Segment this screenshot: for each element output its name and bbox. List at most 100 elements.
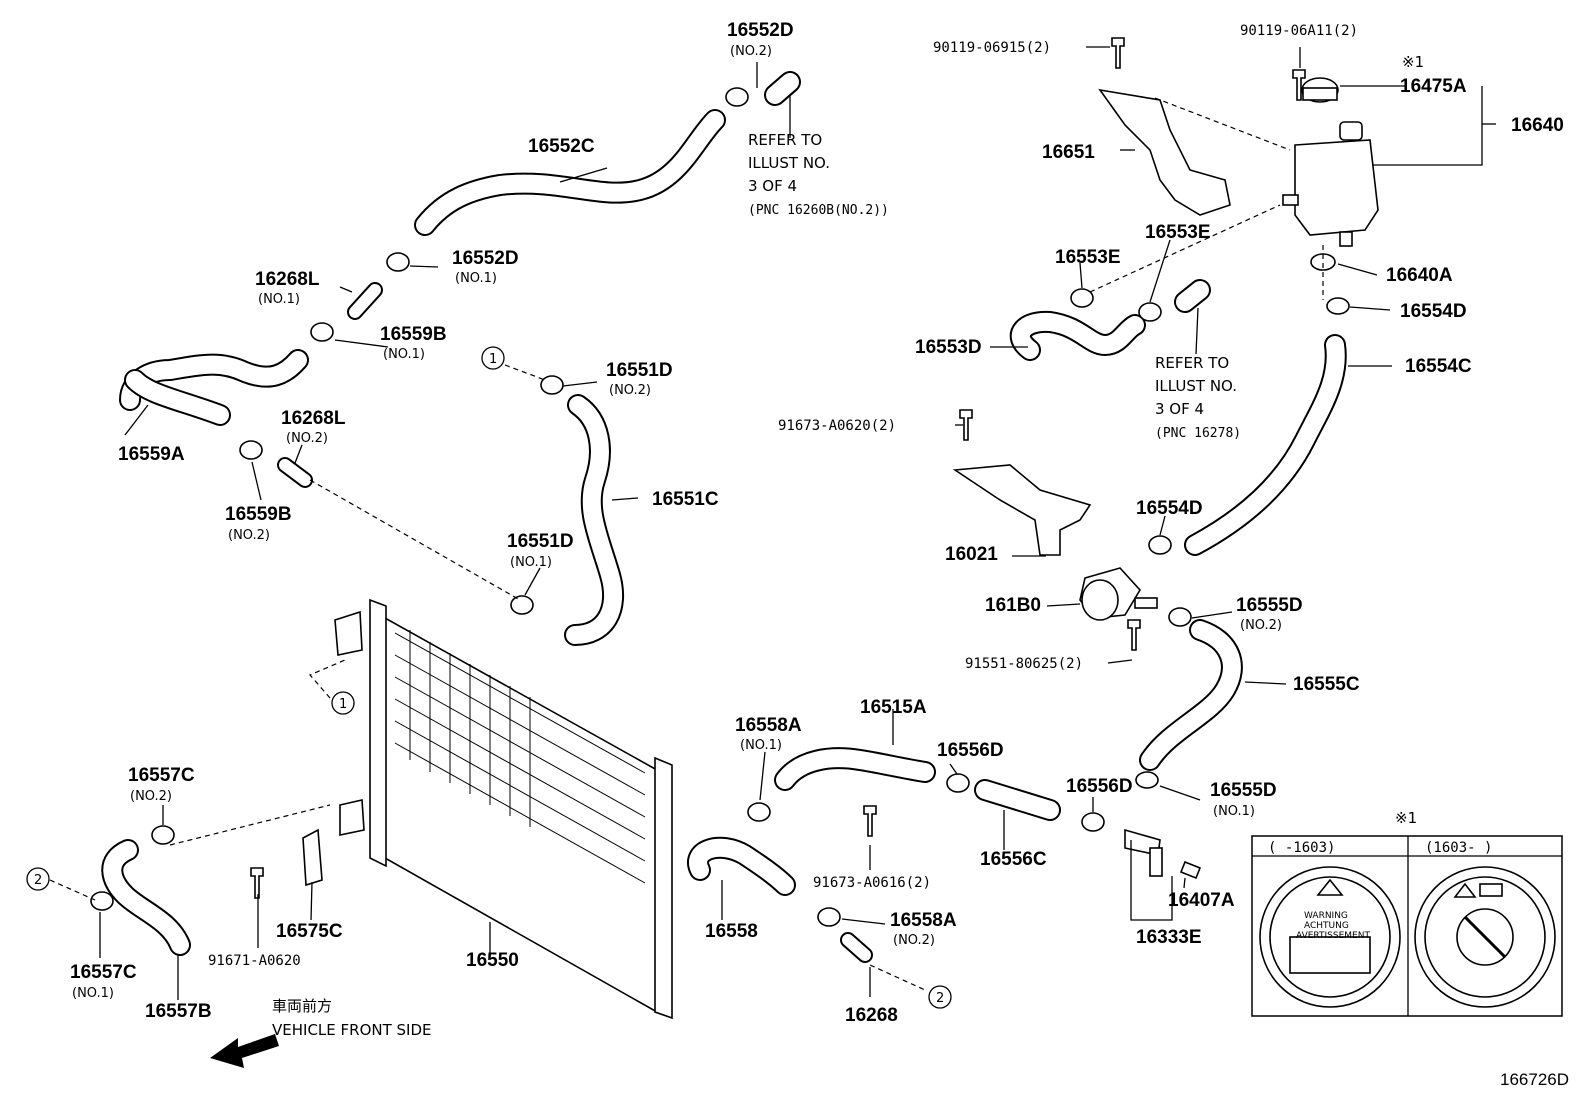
label-16555D-top: 16555D [1236, 595, 1303, 616]
label-16551D-top-sub: (NO.2) [609, 383, 651, 398]
label-16333E: 16333E [1136, 927, 1202, 948]
cap-old-type [1259, 866, 1401, 1008]
label-16475A: 16475A [1400, 76, 1467, 97]
pressure-cap-inset [1251, 835, 1563, 1017]
radiator-core-grid [394, 630, 646, 884]
label-16268L-2-sub: (NO.2) [286, 431, 328, 446]
label-16553E-l: 16553E [1055, 247, 1121, 268]
inset-col2-header: (1603- ) [1425, 840, 1492, 856]
ref-circle-2a: 2 [34, 873, 42, 888]
diagram-code: 166726D [1500, 1070, 1569, 1089]
hose-16551C [564, 394, 625, 646]
drain-valve-16333E [1124, 828, 1163, 877]
label-16640A: 16640A [1386, 265, 1453, 286]
label-16557B: 16557B [145, 1001, 212, 1022]
joint-16268L-1 [347, 282, 383, 320]
callout-labels: 16552D (NO.2) 16552C REFER TO ILLUST NO.… [34, 20, 1569, 1089]
label-16268L-2: 16268L [281, 408, 346, 429]
radiator-16550 [334, 598, 673, 1020]
vehicle-front-jp: 車両前方 [272, 997, 332, 1015]
hose-refer-stub-1 [764, 71, 801, 106]
label-16551D-top: 16551D [606, 360, 673, 381]
ref-circle-1a: 1 [489, 352, 497, 367]
reservoir-tank-16640 [1282, 121, 1379, 247]
label-16553D: 16553D [915, 337, 982, 358]
bolts [250, 37, 1306, 899]
hose-16556C [974, 779, 1061, 821]
label-16559A: 16559A [118, 444, 185, 465]
inset-mark: ※1 [1395, 809, 1417, 827]
label-16556D-l: 16556D [937, 740, 1004, 761]
ref-circles [26, 346, 952, 1009]
ref-circle-2b: 2 [936, 991, 944, 1006]
pipe-16515A [774, 747, 936, 791]
label-16550: 16550 [466, 950, 519, 971]
label-16551D-bot: 16551D [507, 531, 574, 552]
label-16640: 16640 [1511, 115, 1564, 136]
reservoir-cap-16475A [1301, 77, 1339, 103]
label-16555D-bot-sub: (NO.1) [1213, 804, 1255, 819]
hose-16558 [687, 836, 796, 896]
inset-cap-text-1: WARNING [1304, 911, 1348, 921]
label-16557C-bot: 16557C [70, 962, 137, 983]
label-16551C: 16551C [652, 489, 719, 510]
label-16557C-bot-sub: (NO.1) [72, 986, 114, 1001]
water-pump-161B0 [1079, 567, 1158, 621]
plug-16407A [1179, 860, 1202, 880]
label-16407A: 16407A [1168, 890, 1235, 911]
label-16552D-mid-sub: (NO.1) [455, 271, 497, 286]
label-16552D-mid: 16552D [452, 248, 519, 269]
bracket-16651 [1098, 88, 1231, 216]
label-16558A-bot: 16558A [890, 910, 957, 931]
label-16552C: 16552C [528, 136, 595, 157]
label-16554D-top: 16554D [1400, 301, 1467, 322]
label-16554D-mid: 16554D [1136, 498, 1203, 519]
vehicle-front-en: VEHICLE FRONT SIDE [272, 1021, 432, 1039]
label-16552D-top-sub: (NO.2) [730, 44, 772, 59]
hose-clamps [90, 87, 1350, 927]
label-91671-A0620: 91671-A0620 [208, 953, 301, 969]
refer1-line2: ILLUST NO. [748, 154, 830, 172]
label-91551-80625: 91551-80625(2) [965, 656, 1083, 672]
label-91673-A0620: 91673-A0620(2) [778, 418, 896, 434]
label-91673-A0616: 91673-A0616(2) [813, 875, 931, 891]
label-16558A-top: 16558A [735, 715, 802, 736]
label-16559B-2: 16559B [225, 504, 292, 525]
label-16557C-top-sub: (NO.2) [130, 789, 172, 804]
label-16555D-bot: 16555D [1210, 780, 1277, 801]
label-16555C: 16555C [1293, 674, 1360, 695]
label-16559B-2-sub: (NO.2) [228, 528, 270, 543]
cap-new-type [1414, 866, 1556, 1008]
refer1-line4: (PNC 16260B(NO.2)) [748, 203, 889, 218]
label-16556C: 16556C [980, 849, 1047, 870]
label-16575C: 16575C [276, 921, 343, 942]
ref-circle-1b: 1 [339, 697, 347, 712]
dashed-lines [49, 97, 1324, 991]
label-90119-06A11: 90119-06A11(2) [1240, 23, 1358, 39]
label-16268L-1-sub: (NO.1) [258, 292, 300, 307]
hose-refer-stub-2 [1174, 279, 1211, 313]
leader-lines [99, 46, 1496, 1000]
label-16651: 16651 [1042, 142, 1095, 163]
label-16515A: 16515A [860, 697, 927, 718]
label-16558: 16558 [705, 921, 758, 942]
inset-cap-text-3: AVERTISSEMENT [1296, 931, 1370, 941]
label-90119-06915: 90119-06915(2) [933, 40, 1051, 56]
label-16552D-top: 16552D [727, 20, 794, 41]
hose-16559A [119, 349, 309, 426]
joint-16268 [840, 932, 873, 963]
label-mark1: ※1 [1402, 53, 1424, 71]
label-16268L-1: 16268L [255, 269, 320, 290]
hose-16553D [1009, 310, 1146, 361]
inset-cap-text-2: ACHTUNG [1304, 921, 1349, 931]
label-16268: 16268 [845, 1005, 898, 1026]
label-16556D-r: 16556D [1066, 776, 1133, 797]
bracket-16575C [302, 828, 323, 887]
joint-16268L-2 [277, 457, 313, 488]
label-16553E-r: 16553E [1145, 222, 1211, 243]
refer2-line1: REFER TO [1155, 354, 1229, 372]
bracket-16021 [952, 464, 1092, 556]
label-16559B-1-sub: (NO.1) [383, 347, 425, 362]
vehicle-front-arrow-icon [210, 1034, 279, 1068]
